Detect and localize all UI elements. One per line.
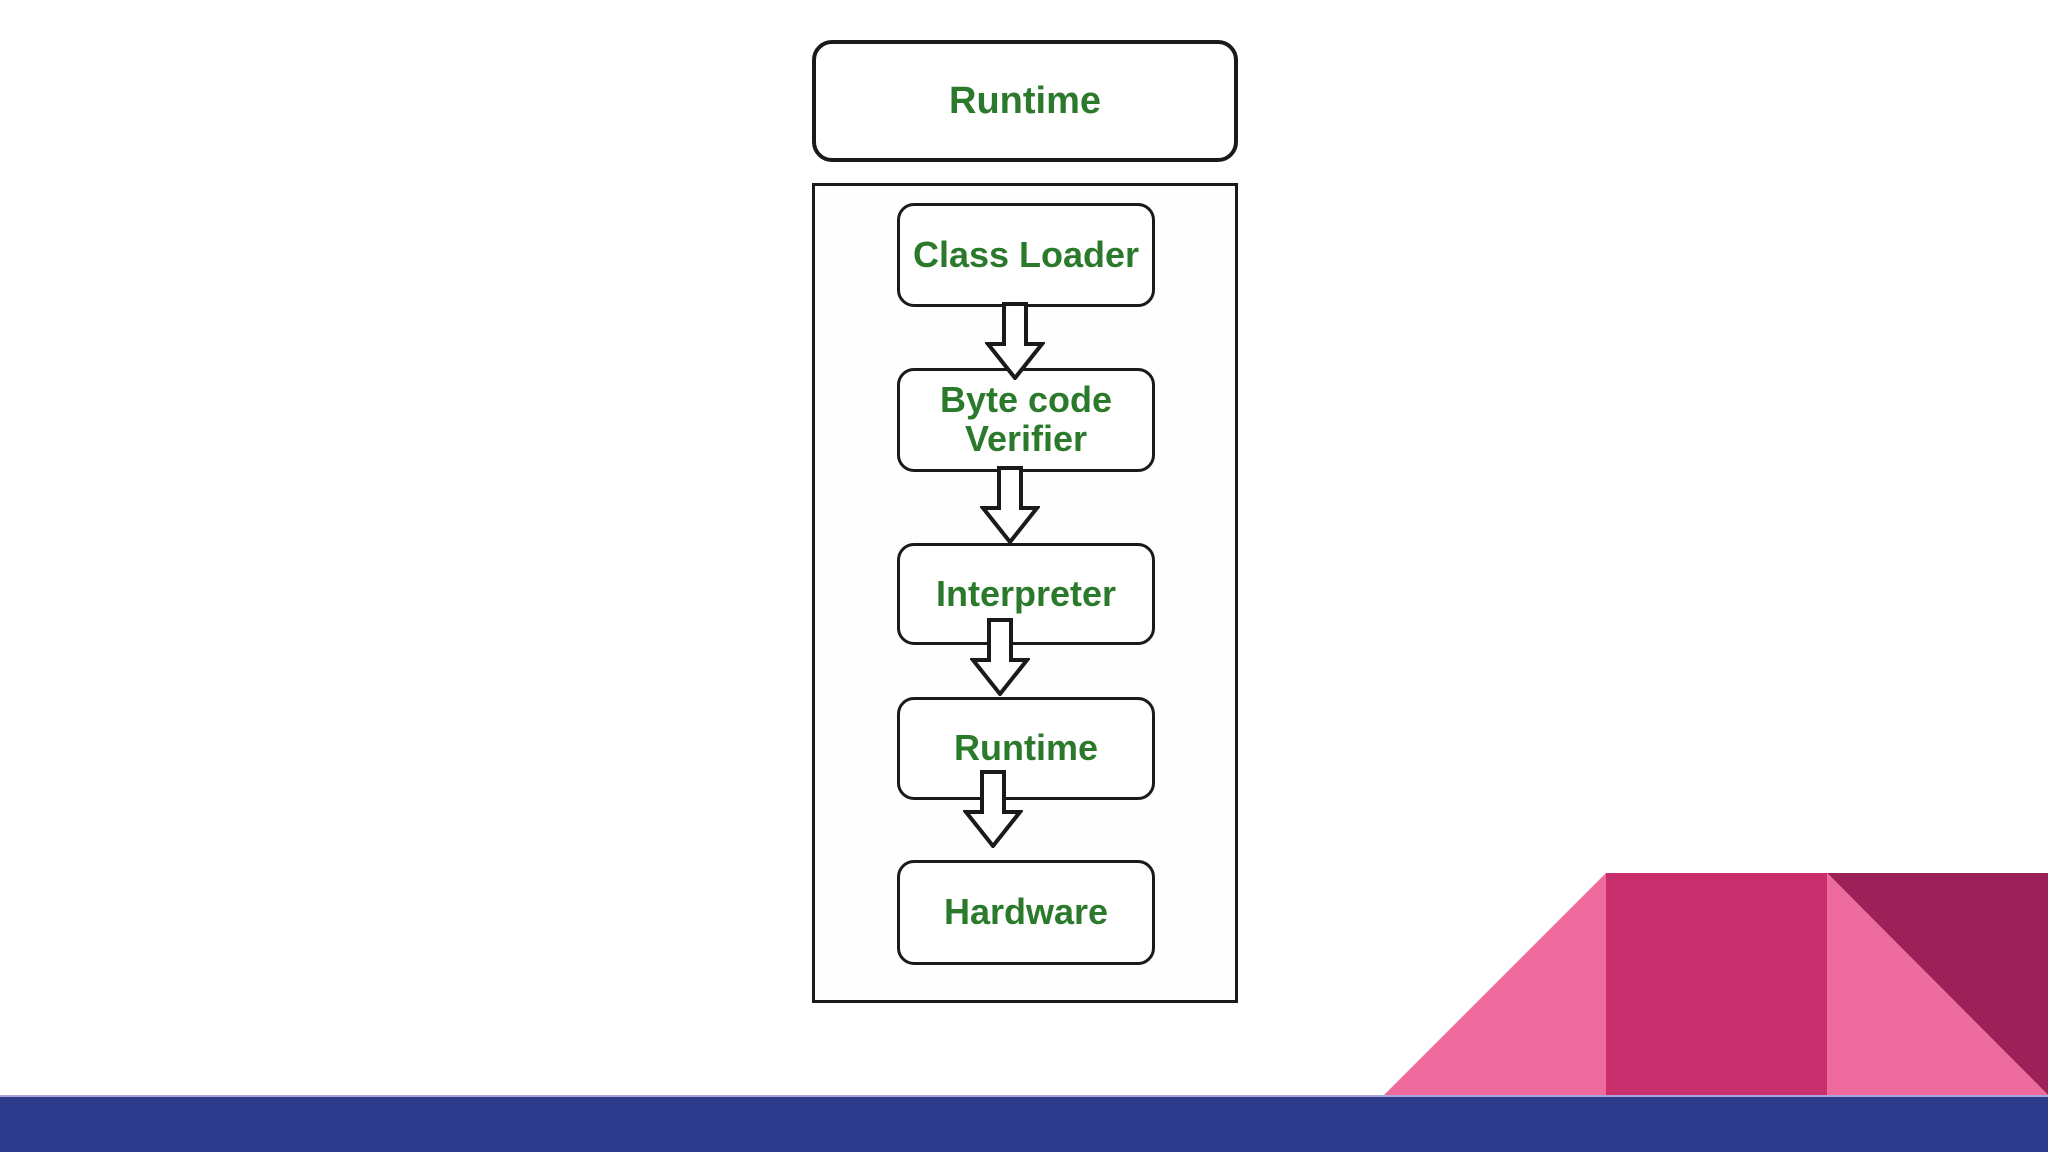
node-byte-code-verifier-label: Byte code Verifier bbox=[939, 379, 1113, 459]
down-arrow-icon bbox=[970, 618, 1030, 696]
node-hardware-label: Hardware bbox=[943, 891, 1109, 933]
node-interpreter-label: Interpreter bbox=[935, 572, 1117, 614]
runtime-top-box: Runtime bbox=[812, 40, 1238, 162]
node-class-loader: Class Loader bbox=[897, 203, 1155, 307]
down-arrow-icon bbox=[985, 302, 1045, 380]
node-class-loader-label: Class Loader bbox=[912, 233, 1140, 275]
decor-pink-rectangle bbox=[1606, 873, 1827, 1095]
node-runtime-label: Runtime bbox=[954, 727, 1098, 769]
node-runtime: Runtime bbox=[897, 697, 1155, 800]
node-interpreter: Interpreter bbox=[897, 543, 1155, 645]
runtime-top-label: Runtime bbox=[949, 79, 1101, 122]
down-arrow-icon bbox=[980, 466, 1040, 544]
down-arrow-icon bbox=[963, 770, 1023, 848]
node-byte-code-verifier: Byte code Verifier bbox=[897, 368, 1155, 472]
node-hardware: Hardware bbox=[897, 860, 1155, 965]
footer-bar bbox=[0, 1095, 2048, 1152]
decor-pink-triangle-left bbox=[1384, 873, 1606, 1095]
